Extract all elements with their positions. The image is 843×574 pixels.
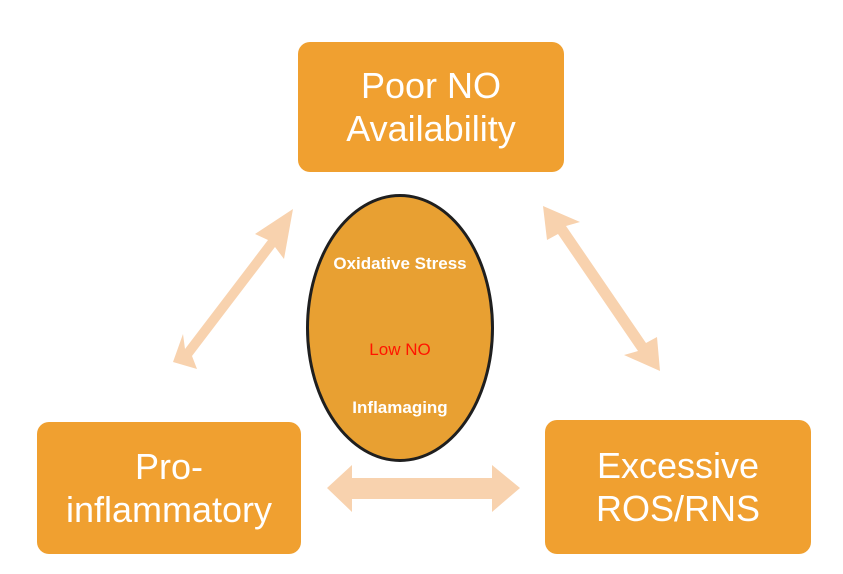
node-pro-inflammatory: Pro-inflammatory	[37, 422, 301, 554]
arrow-top-right	[543, 206, 660, 371]
node-label-left: Pro-inflammatory	[65, 445, 273, 530]
node-label-right: Excessive ROS/RNS	[595, 444, 761, 529]
node-excessive-ros-rns: Excessive ROS/RNS	[545, 420, 811, 554]
arrow-left-top	[173, 209, 293, 369]
node-label-top: Poor NO Availability	[346, 64, 516, 149]
center-label-inflamaging: Inflamaging	[352, 398, 448, 417]
node-poor-no-availability: Poor NO Availability	[298, 42, 564, 172]
center-ellipse: Oxidative Stress Low NO Inflamaging	[306, 194, 494, 462]
arrow-left-right	[327, 465, 520, 512]
center-label-low-no: Low NO	[369, 340, 431, 359]
center-label-oxidative-stress: Oxidative Stress	[333, 254, 467, 273]
